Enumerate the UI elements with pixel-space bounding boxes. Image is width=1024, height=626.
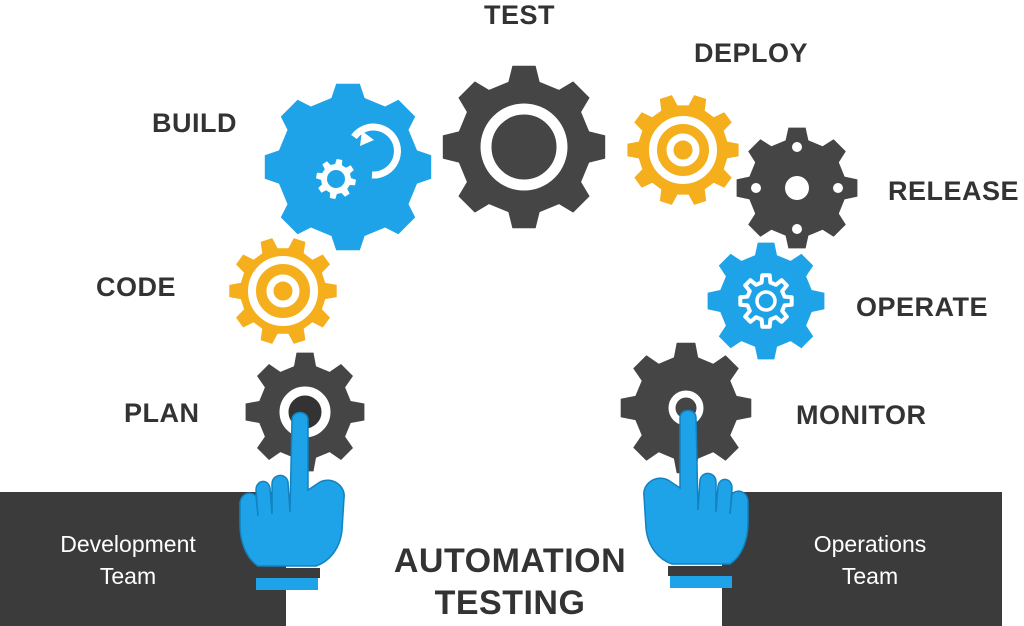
stage-label-plan: PLAN (124, 398, 200, 428)
development-team-box (0, 492, 286, 626)
operate-cog-outline-icon (738, 273, 794, 329)
right-pointing-hand-icon (643, 409, 749, 588)
development-team-label: Development Team (20, 528, 236, 592)
stage-label-test: TEST (484, 0, 556, 30)
development-team-line2: Team (99, 563, 157, 589)
operations-team-line2: Team (841, 563, 899, 589)
title-line2: TESTING (434, 584, 586, 622)
deploy-target-icon (649, 116, 717, 184)
stage-label-code: CODE (96, 272, 177, 302)
title-line1: AUTOMATION (393, 542, 627, 580)
operations-team-box (722, 492, 1002, 626)
stage-label-operate: OPERATE (856, 292, 989, 322)
deploy-gear (627, 95, 739, 205)
development-team-line1: Development (60, 531, 196, 557)
stage-label-deploy: DEPLOY (694, 38, 809, 68)
left-pointing-hand-icon (239, 411, 345, 590)
operate-gear (707, 242, 825, 360)
code-gear (229, 238, 337, 344)
stage-label-build: BUILD (152, 108, 237, 138)
test-ring-icon (480, 103, 568, 191)
stage-label-monitor: MONITOR (796, 400, 927, 430)
build-gear (264, 83, 432, 251)
code-target-icon (248, 256, 318, 326)
stage-label-release: RELEASE (888, 176, 1020, 206)
test-gear (442, 65, 606, 229)
plan-gear (245, 352, 365, 472)
release-dots-icon (751, 142, 843, 234)
operations-team-label: Operations Team (770, 528, 970, 592)
build-cogs-icon (316, 123, 401, 199)
operations-team-line1: Operations (813, 531, 927, 557)
release-gear (736, 127, 858, 249)
